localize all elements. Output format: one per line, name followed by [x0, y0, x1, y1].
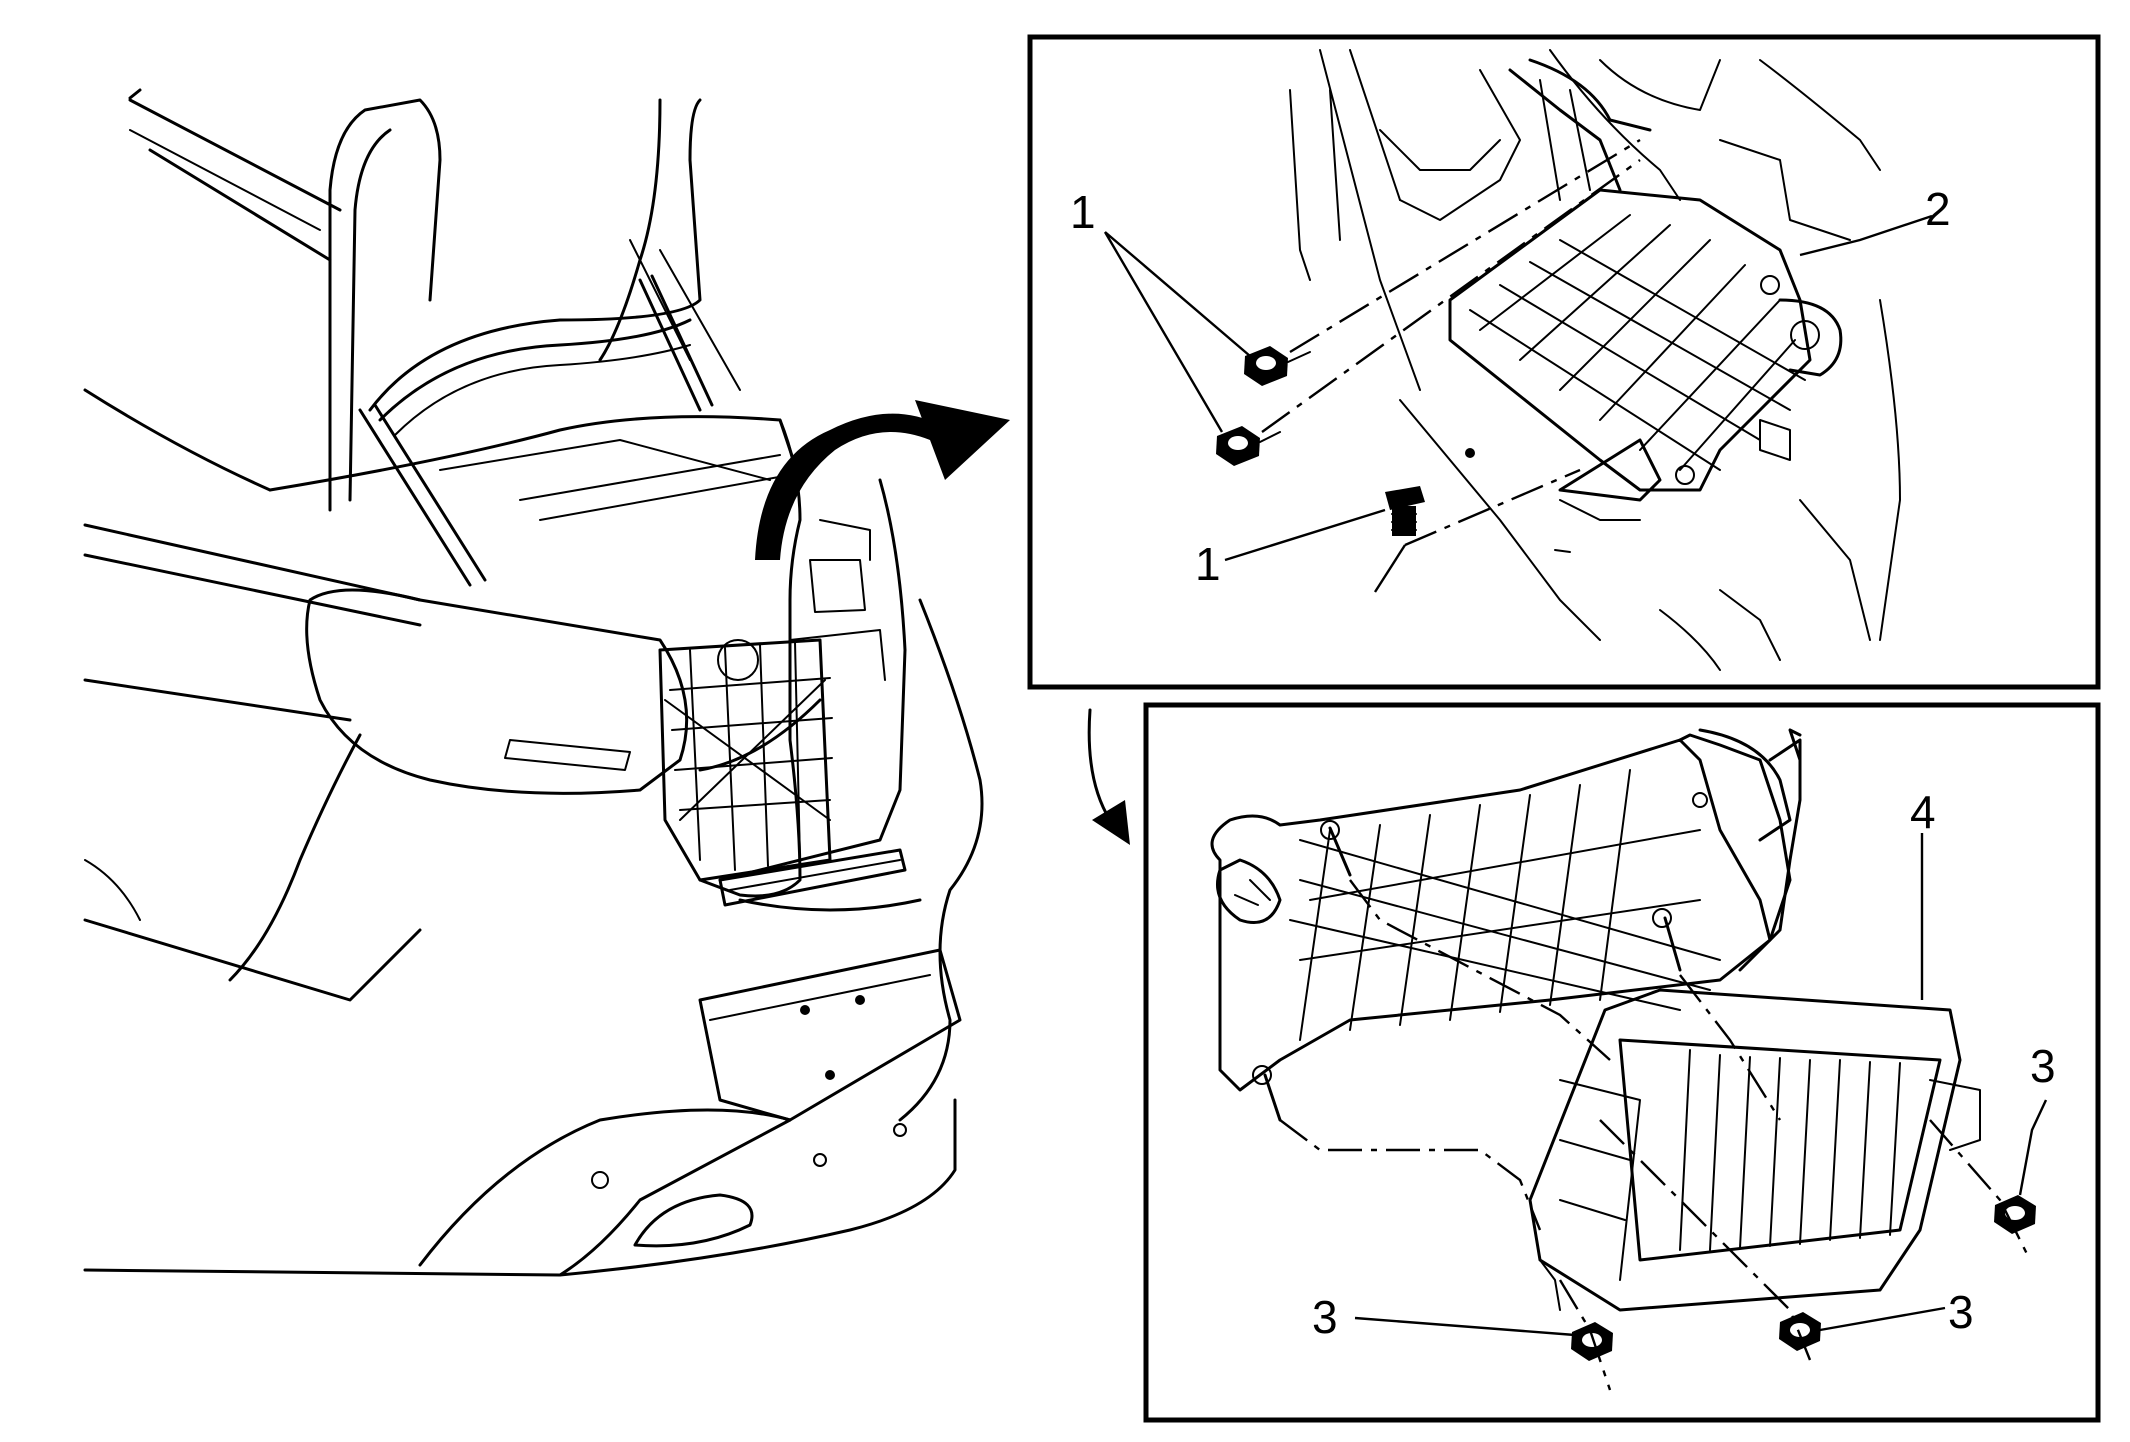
bolt-icon	[1244, 346, 1311, 386]
detail-module-removal	[1143, 702, 2101, 1423]
nut-icon	[1779, 1312, 1821, 1351]
callout-2-bracket: 2	[1925, 183, 1951, 235]
bolt-icon	[1385, 486, 1425, 536]
vehicle-rear-view	[83, 88, 984, 1277]
arrow-to-detail-1-icon	[755, 400, 1010, 560]
callout-1-bolts: 1	[1070, 186, 1096, 238]
callout-3-nut-right: 3	[2030, 1040, 2056, 1092]
callout-4-module: 4	[1910, 786, 1936, 838]
nut-icon	[1571, 1322, 1613, 1361]
detail-bracket-removal	[1027, 34, 2101, 690]
callout-1-bolt: 1	[1195, 538, 1221, 590]
callout-3-nut-bottom-left: 3	[1312, 1291, 1338, 1343]
nut-icon	[1994, 1195, 2036, 1234]
arrow-to-detail-2-icon	[1087, 708, 1130, 845]
bolt-icon	[1216, 426, 1281, 466]
callout-3-nut-bottom-right: 3	[1948, 1286, 1974, 1338]
